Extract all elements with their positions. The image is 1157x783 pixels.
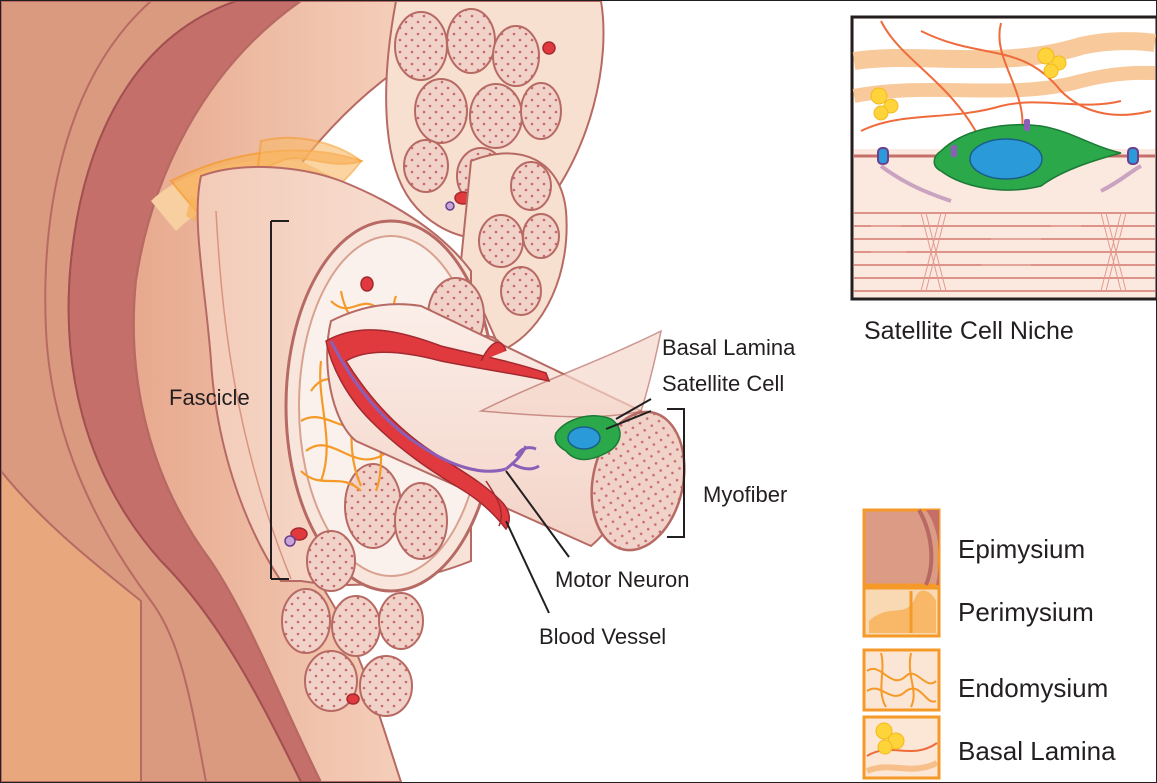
legend-swatches bbox=[864, 510, 939, 778]
label-motor-neuron: Motor Neuron bbox=[555, 569, 690, 591]
legend-swatch-epimysium bbox=[864, 510, 939, 585]
legend-label-perimysium: Perimysium bbox=[958, 599, 1094, 625]
legend-swatch-endomysium bbox=[864, 650, 939, 710]
label-fascicle: Fascicle bbox=[169, 387, 250, 409]
label-satellite-cell: Satellite Cell bbox=[662, 373, 784, 395]
niche-title: Satellite Cell Niche bbox=[864, 319, 1074, 344]
niche-inset bbox=[852, 17, 1156, 299]
legend-label-epimysium: Epimysium bbox=[958, 536, 1085, 562]
legend-label-basal-lamina: Basal Lamina bbox=[958, 738, 1116, 764]
label-basal-lamina: Basal Lamina bbox=[662, 337, 795, 359]
legend-swatch-basal-lamina bbox=[864, 717, 939, 778]
label-myofiber: Myofiber bbox=[703, 484, 787, 506]
legend-label-endomysium: Endomysium bbox=[958, 675, 1108, 701]
blood-vessel-leader bbox=[506, 521, 549, 613]
legend-swatch-perimysium bbox=[864, 588, 939, 636]
label-blood-vessel: Blood Vessel bbox=[539, 626, 666, 648]
